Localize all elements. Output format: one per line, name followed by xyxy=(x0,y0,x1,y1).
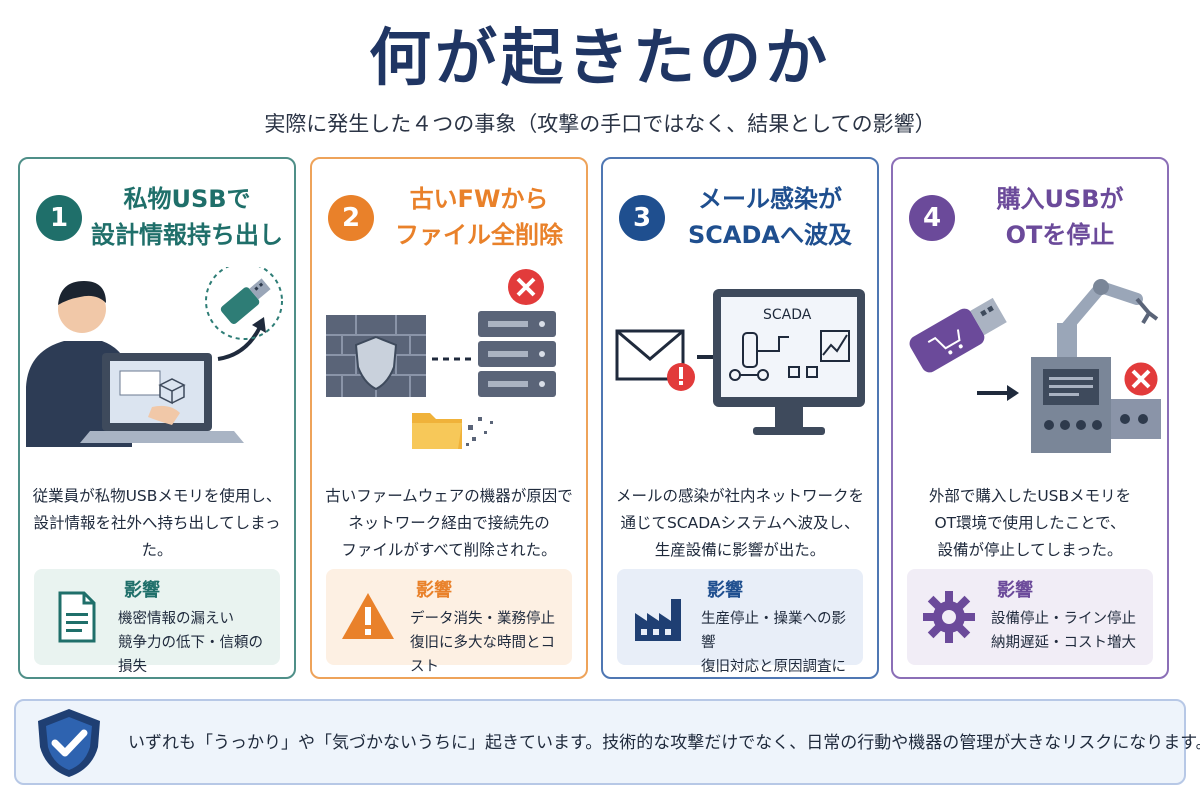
arrow-icon xyxy=(217,326,262,361)
impact-label: 影響 xyxy=(416,580,452,601)
card-description: 古いファームウェアの機器が原因で ネットワーク経由で接続先の ファイルがすべて削… xyxy=(325,487,573,559)
card-title: 古いFWから ファイル全削除 xyxy=(395,185,563,249)
number-badge: 1 xyxy=(36,195,82,241)
mail-icon xyxy=(615,329,695,391)
page-title: 何が起きたのか xyxy=(368,21,831,94)
impact-box: 影響 設備停止・ライン停止 納期遅延・コスト増大 xyxy=(907,569,1153,665)
card-description: 外部で購入したUSBメモリを OT環境で使用したことで、 設備が停止してしまった… xyxy=(928,487,1132,559)
number-badge: 3 xyxy=(619,195,665,241)
error-icon xyxy=(508,269,544,305)
number-badge: 2 xyxy=(328,195,374,241)
laptop-icon xyxy=(80,353,244,443)
folder-icon xyxy=(412,413,493,449)
document-icon xyxy=(58,591,96,643)
robot-arm-icon xyxy=(1057,279,1159,363)
impact-box: 影響 機密情報の漏えい 競争力の低下・信頼の損失 xyxy=(34,569,280,675)
card-title: 私物USBで 設計情報持ち出し xyxy=(91,185,283,249)
number-badge: 4 xyxy=(909,195,955,241)
card-title: メール感染が SCADAへ波及 xyxy=(688,185,852,249)
shield-check-icon xyxy=(38,709,100,777)
impact-text: 生産停止・操業への影響 復旧対応と原因調査に遅延 xyxy=(701,611,846,675)
impact-text: データ消失・業務停止 復旧に多大な時間とコスト xyxy=(410,611,555,675)
summary-text: いずれも「うっかり」や「気づかないうちに」起きています。技術的な攻撃だけでなく、… xyxy=(128,733,1200,753)
card-header: 4 購入USBが OTを停止 xyxy=(893,173,1167,263)
impact-text: 設備停止・ライン停止 納期遅延・コスト増大 xyxy=(991,611,1136,651)
impact-label: 影響 xyxy=(997,580,1033,601)
card-title: 購入USBが OTを停止 xyxy=(996,185,1124,249)
factory-icon xyxy=(635,599,681,641)
incident-card-1: 1 私物USBで 設計情報持ち出し xyxy=(18,157,296,679)
impact-box: 影響 データ消失・業務停止 復旧に多大な時間とコスト xyxy=(326,569,572,675)
card-description: メールの感染が社内ネットワークを 通じてSCADAシステムへ波及し、 生産設備に… xyxy=(615,487,864,559)
incident-card-4: 4 購入USBが OTを停止 xyxy=(891,157,1169,679)
impact-label: 影響 xyxy=(707,580,743,601)
monitor-icon: SCADA xyxy=(713,289,865,435)
impact-box: 影響 生産停止・操業への影響 復旧対応と原因調査に遅延 xyxy=(617,569,863,675)
firewall-icon xyxy=(326,315,426,397)
scada-screen-label: SCADA xyxy=(763,307,812,323)
impact-text: 機密情報の漏えい 競争力の低下・信頼の損失 xyxy=(118,611,263,675)
usb-stick-icon xyxy=(220,278,271,324)
card-header: 2 古いFWから ファイル全削除 xyxy=(312,173,586,263)
card-header: 1 私物USBで 設計情報持ち出し xyxy=(20,173,294,263)
illustration-firmware-delete: 古いファームウェアの機器が原因で ネットワーク経由で接続先の ファイルがすべて削… xyxy=(312,267,586,617)
server-icon xyxy=(478,311,556,397)
usb-stick-icon xyxy=(909,297,1007,373)
impact-label: 影響 xyxy=(124,580,160,601)
illustration-usb-leak: 従業員が私物USBメモリを使用し、 設計情報を社外へ持ち出してしまった。 xyxy=(20,267,294,617)
gear-icon xyxy=(923,591,975,643)
warning-icon xyxy=(342,593,394,639)
card-description: 従業員が私物USBメモリを使用し、 設計情報を社外へ持ち出してしまった。 xyxy=(32,487,282,559)
error-icon xyxy=(1121,359,1161,399)
page-subtitle: 実際に発生した４つの事象（攻撃の手口ではなく、結果としての影響） xyxy=(264,112,936,136)
incident-card-3: 3 メール感染が SCADAへ波及 SCADA xyxy=(601,157,879,679)
machine-icon xyxy=(1031,357,1161,453)
illustration-ot-stop: 外部で購入したUSBメモリを OT環境で使用したことで、 設備が停止してしまった… xyxy=(893,267,1167,617)
incident-card-2: 2 古いFWから ファイル全削除 xyxy=(310,157,588,679)
illustration-scada-infection: SCADA メールの感染が社内ネットワークを 通じてSCADAシステムへ波及し、… xyxy=(603,267,877,617)
summary-banner: いずれも「うっかり」や「気づかないうちに」起きています。技術的な攻撃だけでなく、… xyxy=(14,699,1200,785)
card-header: 3 メール感染が SCADAへ波及 xyxy=(603,173,877,263)
